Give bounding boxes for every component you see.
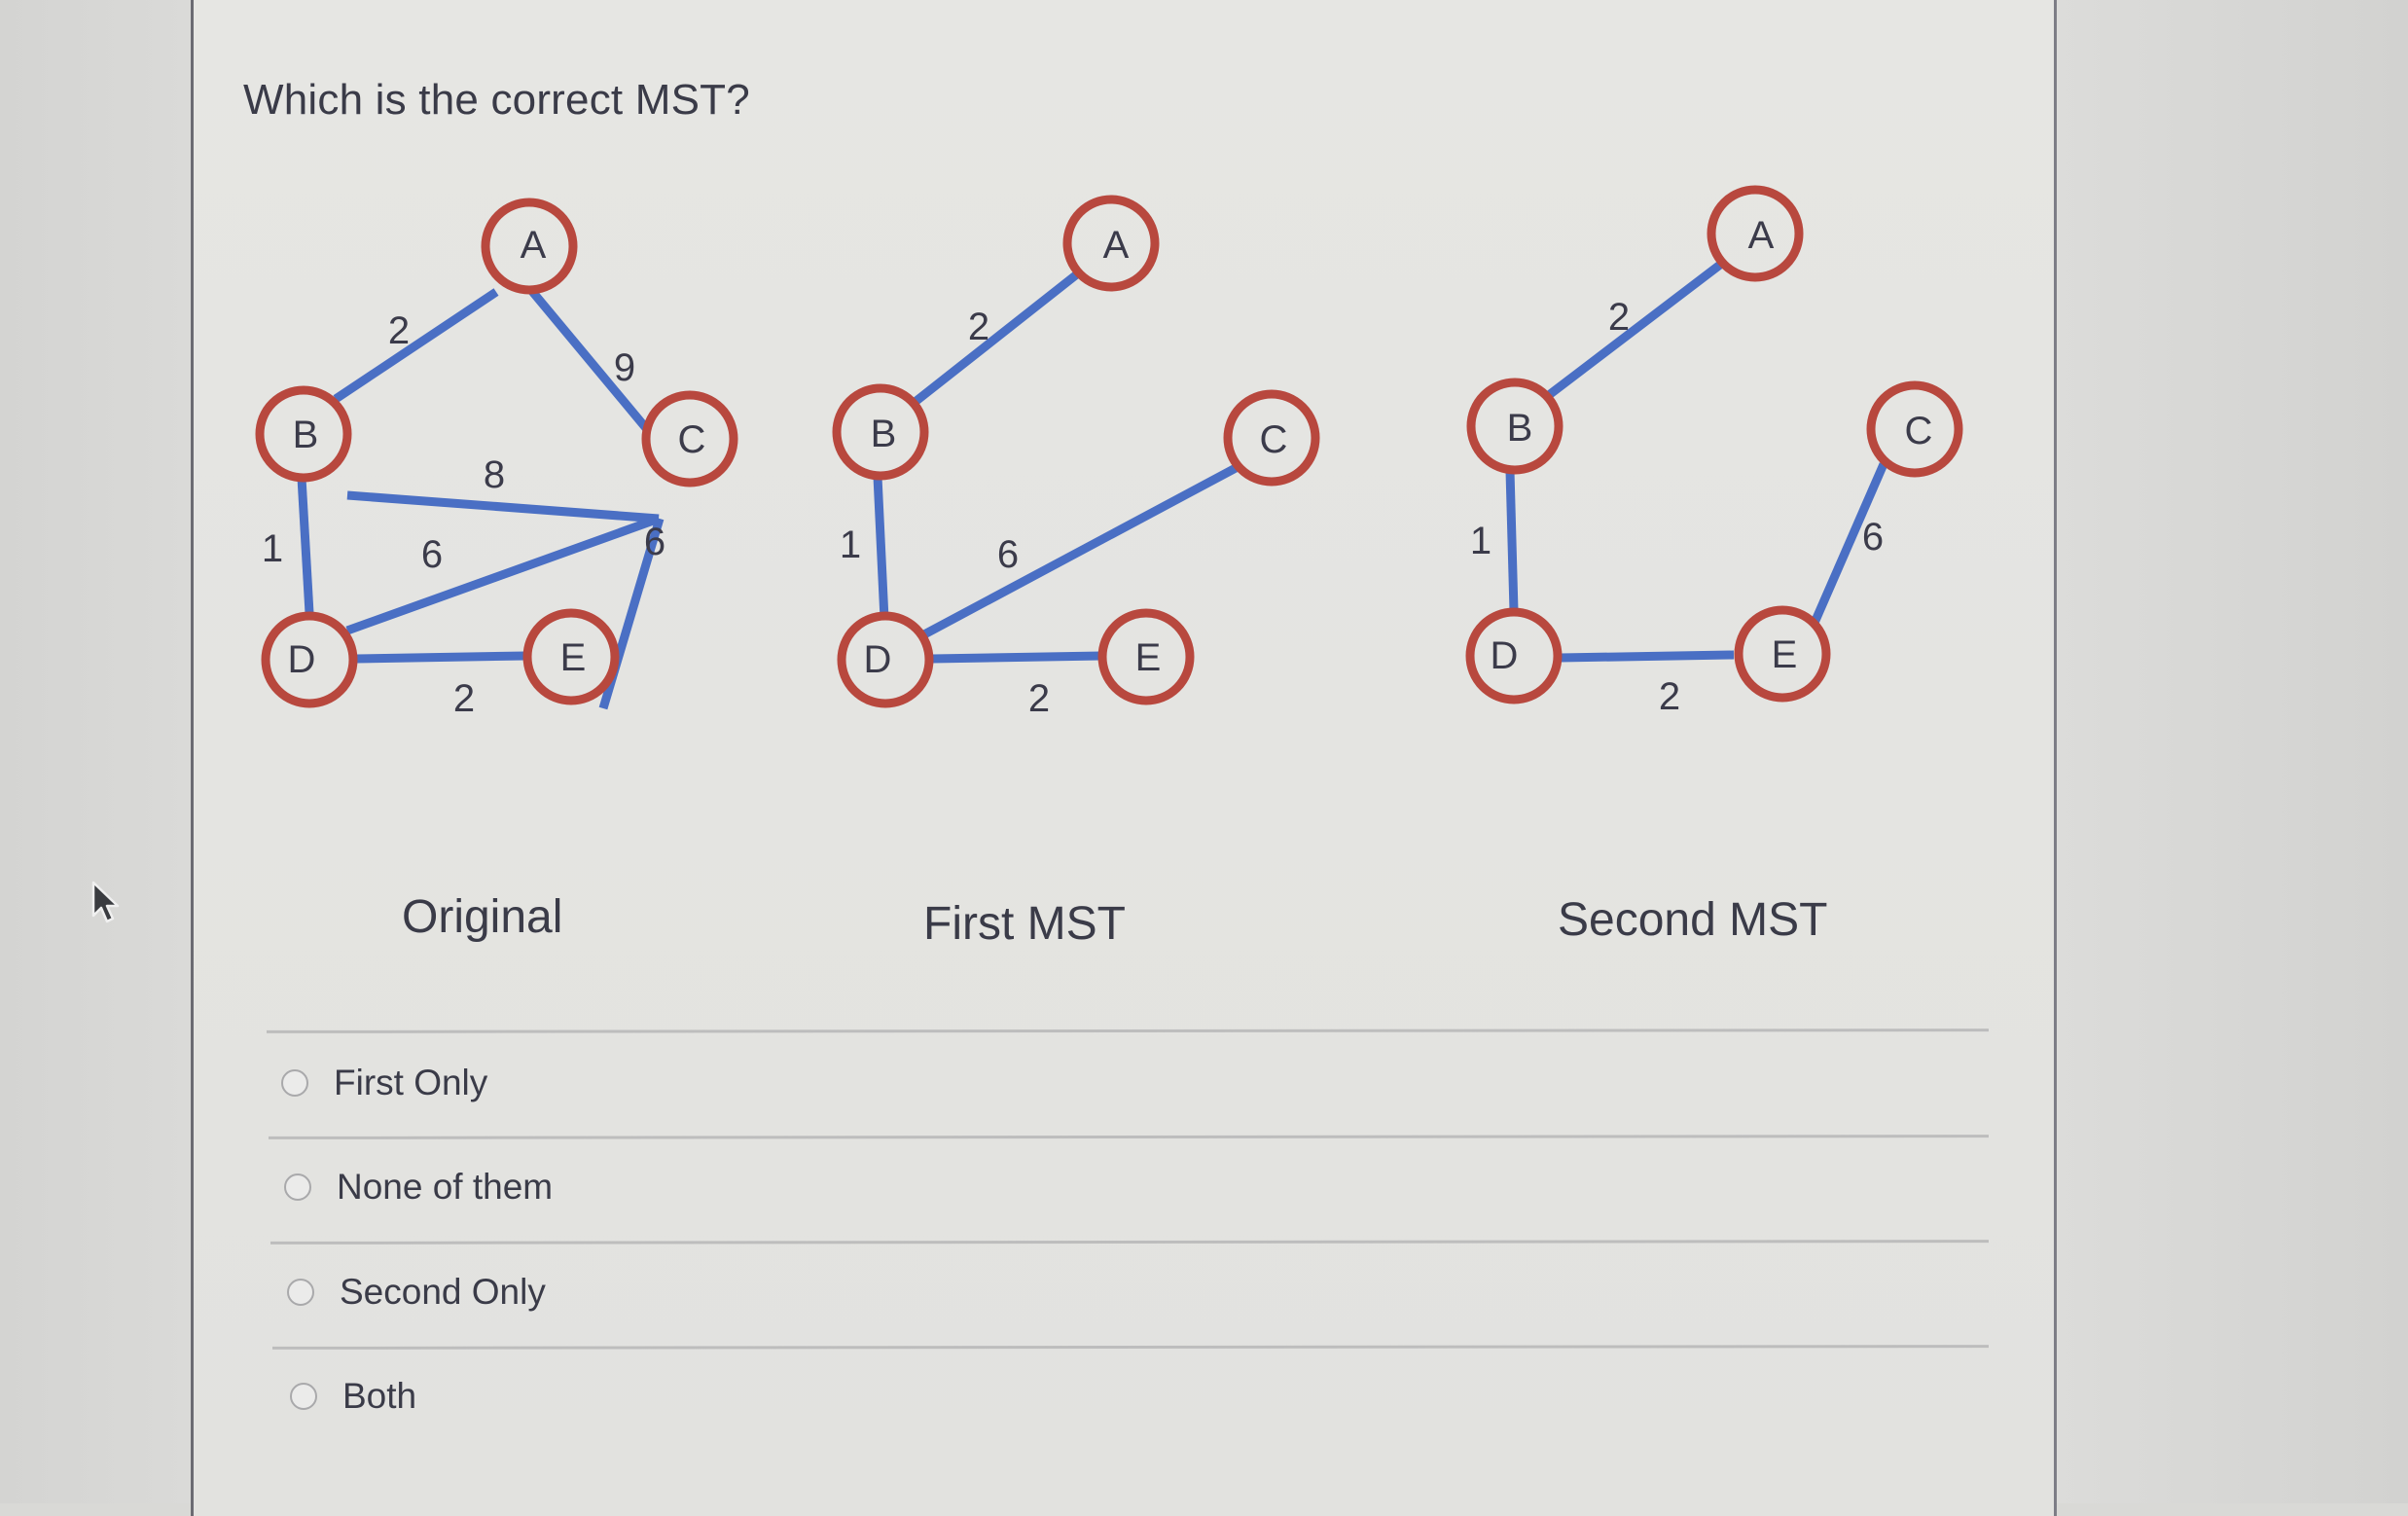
edge-e-c (1810, 462, 1888, 625)
edge-d-e (355, 651, 526, 664)
weight-b-d: 1 (840, 523, 861, 566)
option-label: Both (342, 1376, 417, 1416)
edge-a-b (910, 270, 1081, 408)
option-label: First Only (334, 1063, 488, 1102)
weight-e-c: 6 (1862, 516, 1884, 559)
caption-first-mst: First MST (923, 898, 1126, 950)
radio-button[interactable] (287, 1279, 314, 1306)
weight-d-e: 2 (1028, 677, 1050, 720)
edge-d-c (345, 514, 661, 635)
node-a (1707, 185, 1804, 282)
weight-b-d: 1 (262, 527, 283, 570)
node-b (832, 383, 929, 481)
option-both[interactable]: Both (290, 1376, 416, 1417)
weight-a-b: 2 (968, 306, 989, 348)
node-label-a: A (521, 224, 547, 267)
edge-b-d (1505, 470, 1519, 612)
original-graph: A B C D E 2 9 8 1 6 6 2 (255, 198, 738, 720)
node-label-a: A (1748, 214, 1775, 257)
weight-a-b: 2 (388, 309, 410, 352)
node-d (1465, 607, 1563, 704)
node-label-d: D (864, 638, 892, 681)
node-e (522, 608, 620, 705)
option-none-of-them[interactable]: None of them (284, 1167, 553, 1208)
radio-button[interactable] (290, 1383, 317, 1410)
option-first-only[interactable]: First Only (281, 1063, 487, 1103)
node-label-b: B (871, 413, 897, 455)
node-label-b: B (1507, 407, 1533, 450)
node-d (261, 611, 358, 708)
node-c (641, 390, 738, 487)
weight-d-c: 6 (421, 533, 443, 576)
edge-a-b (1546, 261, 1723, 399)
node-d (837, 611, 934, 708)
node-label-c: C (1905, 410, 1933, 452)
edge-d-e (931, 651, 1102, 664)
caption-second-mst: Second MST (1558, 894, 1828, 946)
edge-a-b (333, 288, 499, 403)
second-mst-graph: A B C D E 2 1 2 6 (1465, 185, 1963, 718)
node-c (1223, 389, 1320, 487)
edge-d-c (921, 464, 1239, 638)
node-b (255, 385, 352, 483)
node-c (1866, 380, 1963, 478)
node-label-e: E (1772, 633, 1798, 676)
question-text: Which is the correct MST? (243, 76, 750, 124)
edge-b-d (873, 476, 889, 620)
node-e (1734, 605, 1831, 703)
node-label-e: E (1135, 636, 1162, 679)
edge-b-d (297, 477, 314, 614)
weight-d-e: 2 (1659, 675, 1680, 718)
option-label: Second Only (340, 1272, 546, 1312)
weight-d-c: 6 (997, 533, 1019, 576)
first-mst-graph: A B C D E 2 1 6 2 (832, 195, 1320, 720)
node-b (1466, 378, 1563, 475)
radio-button[interactable] (281, 1069, 308, 1097)
desktop-background-left (0, 0, 195, 1503)
question-panel (191, 0, 2057, 1516)
node-label-e: E (560, 636, 587, 679)
weight-d-e: 2 (453, 677, 475, 720)
graph-figures: A B C D E 2 9 8 1 6 6 2 A B C D E 2 1 6 … (255, 185, 1963, 720)
node-label-c: C (678, 418, 706, 461)
weight-e-c: 6 (644, 521, 665, 563)
node-a (481, 198, 578, 295)
node-label-b: B (293, 414, 319, 456)
node-label-a: A (1103, 224, 1130, 267)
radio-button[interactable] (284, 1173, 311, 1201)
weight-a-c: 9 (614, 346, 635, 389)
weight-b-c: 8 (484, 453, 505, 496)
mouse-cursor-icon (91, 881, 120, 923)
desktop-background-right (2048, 0, 2408, 1503)
caption-original: Original (402, 891, 563, 943)
node-label-d: D (1491, 634, 1519, 677)
edge-b-c (346, 490, 660, 523)
option-label: None of them (337, 1167, 554, 1207)
weight-b-d: 1 (1470, 520, 1492, 562)
weight-a-b: 2 (1608, 296, 1630, 339)
edge-d-e (1559, 650, 1735, 663)
node-label-d: D (288, 638, 316, 681)
node-a (1062, 195, 1160, 292)
node-e (1097, 608, 1195, 705)
option-second-only[interactable]: Second Only (287, 1272, 546, 1313)
node-label-c: C (1260, 418, 1288, 461)
edge-a-c (526, 286, 650, 431)
